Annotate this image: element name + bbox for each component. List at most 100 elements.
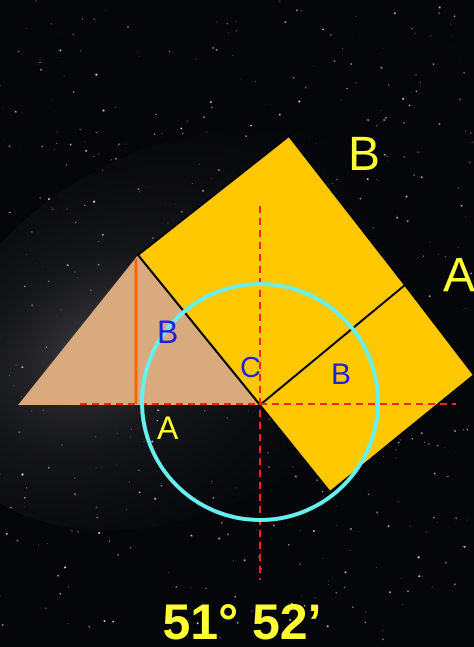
label-small-a: A	[157, 410, 179, 446]
star	[450, 24, 452, 26]
star	[364, 611, 367, 613]
star	[268, 418, 271, 421]
star	[289, 619, 292, 621]
star	[256, 529, 258, 531]
star	[23, 496, 26, 499]
star	[382, 630, 384, 631]
star	[235, 20, 237, 22]
star	[444, 446, 446, 448]
star	[151, 440, 154, 443]
star	[350, 63, 353, 65]
star	[454, 583, 456, 586]
star	[47, 198, 50, 201]
star	[314, 597, 316, 599]
star	[462, 429, 464, 431]
star	[376, 179, 378, 181]
star	[388, 84, 390, 86]
star	[127, 25, 129, 28]
star	[116, 463, 118, 465]
star	[5, 532, 8, 535]
star	[95, 436, 97, 438]
star	[97, 263, 100, 266]
star	[115, 106, 117, 108]
star	[328, 580, 329, 582]
star	[298, 563, 301, 566]
star	[454, 430, 456, 432]
star	[77, 531, 79, 533]
star	[53, 110, 55, 112]
star	[25, 28, 27, 29]
label-center-c: C	[240, 352, 261, 384]
star	[226, 417, 228, 419]
star	[129, 546, 132, 549]
star	[175, 586, 178, 588]
star	[344, 571, 347, 574]
star	[216, 21, 218, 24]
star	[326, 625, 329, 628]
star	[403, 121, 405, 124]
star	[465, 307, 467, 309]
star	[217, 169, 220, 172]
star	[364, 621, 367, 624]
star	[15, 364, 18, 366]
star	[278, 113, 281, 116]
star	[212, 47, 214, 49]
star	[335, 591, 337, 594]
star	[397, 441, 400, 444]
star	[352, 606, 354, 608]
star	[408, 104, 411, 107]
star	[463, 545, 466, 548]
star	[9, 145, 11, 147]
star	[402, 97, 405, 100]
star	[417, 257, 419, 259]
star	[462, 309, 464, 311]
star	[38, 544, 40, 546]
star	[341, 48, 343, 49]
star	[340, 99, 342, 101]
star	[355, 82, 357, 84]
star	[273, 524, 275, 527]
star	[431, 587, 433, 589]
star	[322, 28, 324, 31]
star	[210, 106, 213, 109]
star	[61, 444, 63, 446]
star	[400, 439, 402, 441]
star	[80, 50, 82, 51]
star	[444, 255, 447, 258]
star	[245, 135, 248, 138]
star	[112, 620, 115, 623]
star	[438, 12, 441, 15]
star	[453, 15, 456, 18]
star	[57, 57, 59, 58]
star	[138, 491, 141, 494]
star	[130, 429, 132, 431]
star	[212, 496, 215, 499]
star	[254, 80, 257, 83]
star	[0, 473, 1, 475]
star	[312, 65, 314, 67]
star	[101, 233, 104, 236]
star	[465, 130, 467, 132]
star	[98, 532, 101, 535]
star	[470, 272, 472, 275]
star	[74, 493, 76, 495]
star	[425, 531, 427, 533]
star	[139, 56, 141, 57]
star	[45, 346, 48, 348]
star	[8, 374, 11, 377]
star	[300, 10, 302, 12]
hypotenuse-line	[137, 254, 261, 406]
star	[10, 506, 12, 509]
star	[270, 104, 272, 105]
star	[395, 457, 397, 459]
star	[451, 46, 453, 48]
star	[417, 151, 419, 153]
star	[333, 60, 336, 63]
star	[331, 182, 333, 185]
star	[234, 595, 236, 598]
star	[240, 78, 242, 80]
star	[359, 197, 362, 200]
star	[154, 497, 157, 500]
star	[96, 516, 99, 519]
